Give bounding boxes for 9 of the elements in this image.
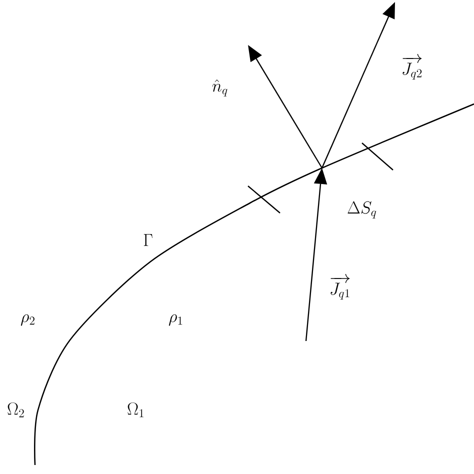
math-label: $\Omega_1$ [128,402,144,418]
math-label: $\rho_1$ [168,314,182,326]
math-label: $\Gamma$ [144,234,152,246]
math-label: $\rho_2$ [20,314,34,326]
math-label: $\Delta S_q$ [348,201,376,218]
math-label: $\overrightarrow{J_{q2}}$ [402,54,422,80]
math-label: $\overrightarrow{J_{q1}}$ [330,274,350,300]
math-label: $\Omega_2$ [8,402,24,418]
math-label: $\hat{n}_q$ [212,80,228,96]
